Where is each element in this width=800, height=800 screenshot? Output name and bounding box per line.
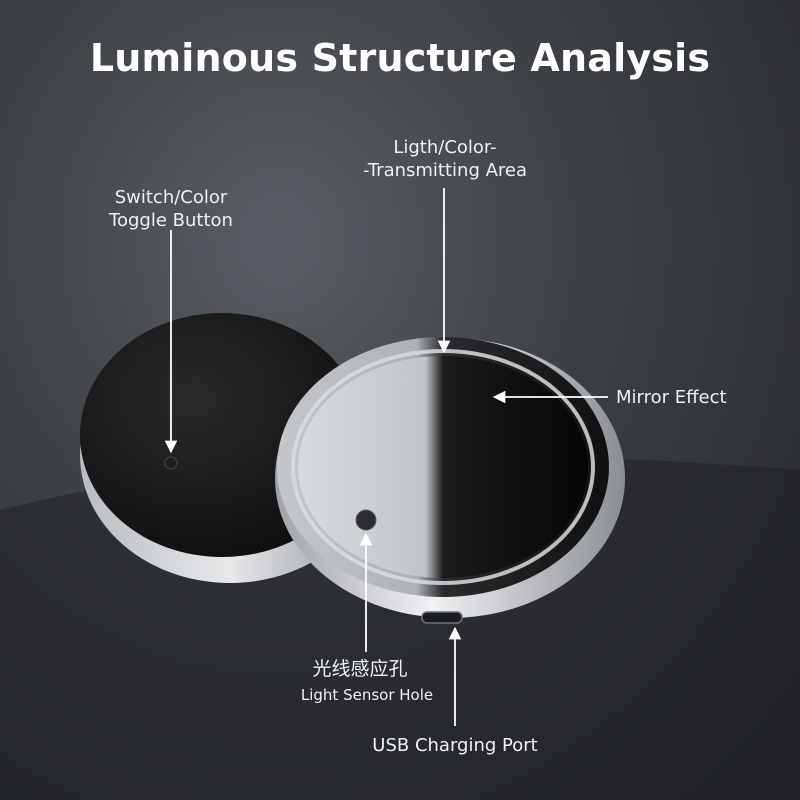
- mirror-effect-label: Mirror Effect: [616, 387, 727, 408]
- usb-port-label: USB Charging Port: [372, 735, 538, 756]
- mirror-surface: [298, 356, 588, 578]
- light-sensor-hole: [355, 509, 377, 531]
- toggle-button-label: Switch/Color Toggle Button: [109, 186, 233, 232]
- toggle-button-label-line2: Toggle Button: [109, 210, 233, 231]
- usb-port: [421, 611, 463, 624]
- toggle-button-dot: [164, 456, 178, 470]
- page-title: Luminous Structure Analysis: [89, 36, 711, 80]
- light-sensor-label-zh: 光线感应孔: [312, 658, 408, 680]
- transmitting-area-label-line1: Ligth/Color-: [393, 137, 497, 158]
- front-device: [275, 337, 625, 624]
- transmitting-area-label: Ligth/Color- -Transmitting Area: [363, 136, 527, 182]
- toggle-button-label-line1: Switch/Color: [114, 187, 228, 208]
- transmitting-area-label-line2: -Transmitting Area: [362, 160, 528, 181]
- light-sensor-label-en: Light Sensor Hole: [300, 686, 434, 704]
